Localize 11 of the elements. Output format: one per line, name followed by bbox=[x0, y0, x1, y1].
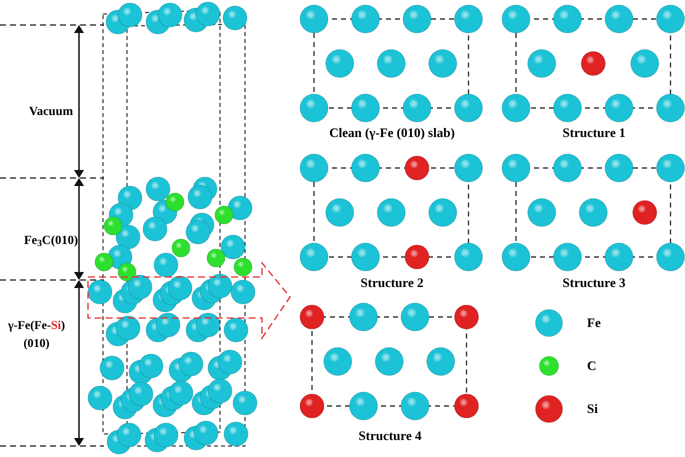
legend-label: Si bbox=[587, 400, 598, 418]
layer-label: Vacuum bbox=[29, 104, 73, 118]
layer-label: Fe$_{3}$C(010) bbox=[24, 233, 78, 247]
panel-caption: Structure 3 bbox=[562, 275, 626, 290]
panel-caption: Clean (γ-Fe (010) slab) bbox=[329, 125, 455, 140]
panel-caption: Structure 2 bbox=[360, 275, 424, 290]
legend-label: C bbox=[587, 357, 596, 376]
legend-label: Fe bbox=[587, 314, 601, 332]
panel-caption: Structure 1 bbox=[562, 125, 626, 140]
panel-caption: Structure 4 bbox=[358, 428, 422, 443]
layer-label: γ-Fe(Fe-Si) (010) bbox=[8, 318, 65, 350]
